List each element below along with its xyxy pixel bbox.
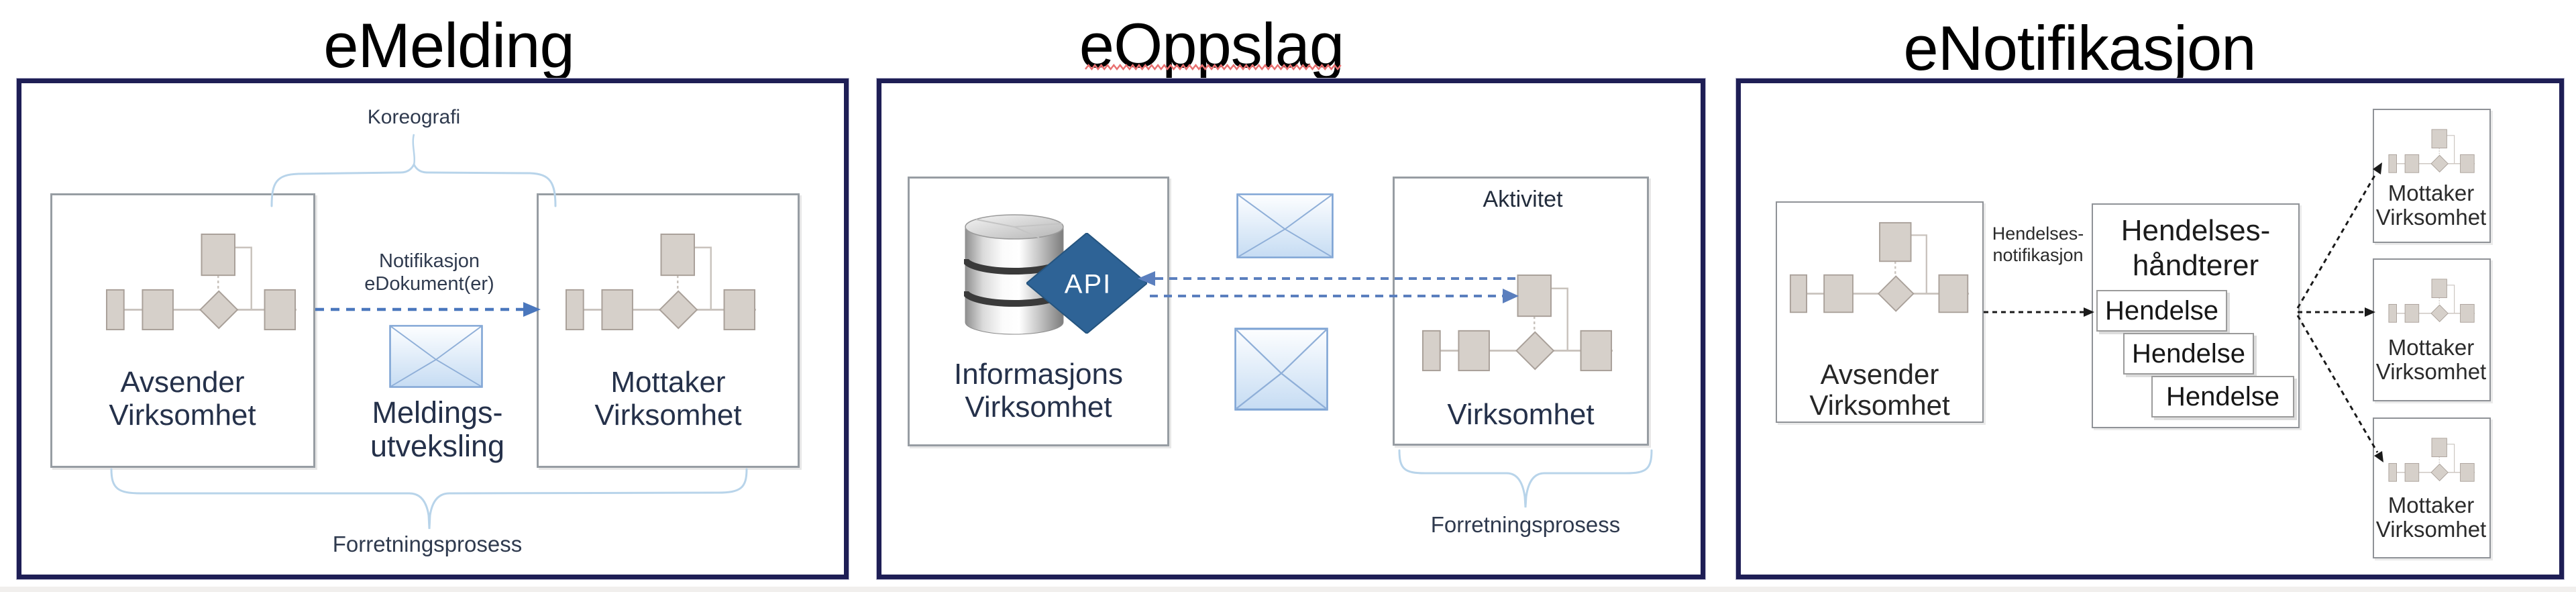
envelope-icon: [1234, 328, 1328, 411]
forretningsprosess-label: Forretningsprosess: [1430, 512, 1621, 537]
bpmn-process-icon: [2388, 438, 2475, 483]
bpmn-process-icon: [2388, 279, 2475, 324]
koreografi-label: Koreografi: [367, 106, 461, 128]
meldingsutveksling-label: Meldings-utveksling: [370, 395, 505, 464]
bpmn-process-icon: [565, 233, 757, 332]
virksomhet-box-label: Virksomhet: [1447, 398, 1595, 431]
envelope-icon: [389, 325, 483, 388]
envelope-icon: [1236, 193, 1334, 258]
bottom-edge-strip: [0, 587, 2576, 592]
forretningsprosess-label: Forretningsprosess: [332, 532, 523, 556]
hendelses-handterer-title: Hendelses-håndterer: [2121, 214, 2271, 282]
bpmn-process-icon: [105, 233, 298, 332]
hendelse-box: Hendelse: [2123, 333, 2254, 375]
bpmn-process-icon: [1421, 274, 1614, 373]
panel-title-emelding: eMelding: [323, 10, 574, 81]
aktivitet-label: Aktivitet: [1483, 187, 1563, 212]
hendelse-box: Hendelse: [2151, 376, 2294, 417]
bpmn-process-icon: [2388, 129, 2475, 174]
hendelse-box: Hendelse: [2096, 290, 2227, 332]
panel-title-enotifikasjon: eNotifikasjon: [1903, 13, 2256, 83]
api-label: API: [1064, 269, 1112, 299]
panel-title-eoppslag: eOppslag: [1079, 10, 1344, 81]
hendelses-notifikasjon-label: Hendelses-notifikasjon: [1992, 224, 2084, 266]
api-diamond-icon: [1026, 233, 1147, 334]
avsender-virksomhet-box: [50, 193, 315, 468]
bpmn-process-icon: [1789, 221, 1970, 315]
mottaker-virksomhet-box: [537, 193, 800, 468]
